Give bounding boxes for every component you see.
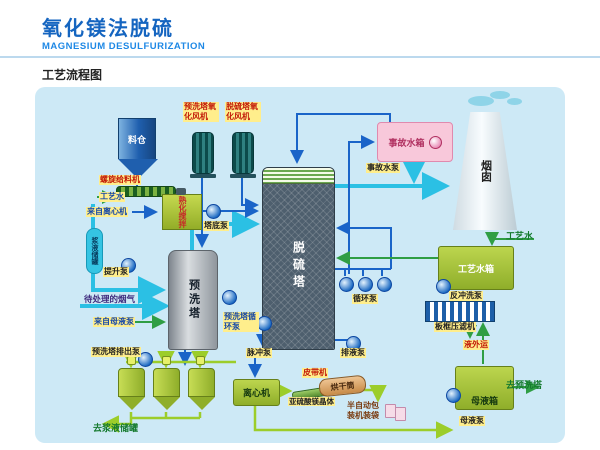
- circulation-pump-icon: [377, 277, 392, 292]
- maturation-mixer: 熟化搅拌: [162, 194, 202, 230]
- centrifuge-label: 离心机: [242, 388, 270, 398]
- packing-label: 半自动包装机装袋: [347, 401, 379, 420]
- belt-conveyor-label: 皮带机: [302, 368, 328, 378]
- screw-feeder: [116, 186, 176, 197]
- liquid-out-label: 液外运: [463, 340, 489, 350]
- drain-pump-label: 排液泵: [340, 348, 366, 358]
- valve-icon: [127, 356, 136, 365]
- pulse-pump-icon: [257, 316, 272, 331]
- process-water-left-label: 工艺水: [99, 192, 125, 202]
- screw-feeder-label: 螺旋给料机: [99, 175, 141, 185]
- prewash-discharge-pump-label: 预洗塔排出泵: [91, 347, 141, 357]
- slurry-tank-body: [188, 368, 215, 397]
- slurry-pipe-label: 浆液储罐: [91, 237, 98, 265]
- section-label: 工艺流程图: [42, 68, 103, 82]
- silo: 料仓: [118, 118, 158, 179]
- crystal-label: 亚硫酸镁晶体: [288, 397, 335, 407]
- prewash-circ-pump-label: 预洗塔循环泵: [223, 312, 259, 332]
- prewash-tower-label: 预洗塔: [187, 279, 200, 321]
- prewash-tower: 预洗塔: [168, 250, 218, 350]
- prewash-fan-label: 预洗塔氧化风机: [183, 102, 219, 122]
- process-water-tank: 工艺水箱: [438, 246, 514, 290]
- mother-tank-label: 母液箱: [470, 396, 498, 406]
- plate-frame-filter-press: [425, 301, 495, 322]
- page-subtitle: MAGNESIUM DESULFURIZATION: [42, 41, 206, 52]
- desulf-oxidation-fan: [230, 132, 256, 178]
- bag-icon: [395, 407, 406, 421]
- dryer-label: 烘干筒: [330, 380, 355, 392]
- mother-liquor-tank: 母液箱: [455, 366, 514, 410]
- slurry-storage-tank: [188, 368, 215, 410]
- smoke-cloud-icon: [468, 96, 494, 106]
- desulfurization-tower: 脱硫塔: [262, 167, 335, 350]
- header-divider: [0, 56, 600, 58]
- backwash-pump-label: 反冲洗泵: [449, 291, 483, 301]
- slurry-storage-tank: [153, 368, 180, 410]
- slurry-tank-funnel: [188, 397, 215, 410]
- slurry-tank-funnel: [118, 397, 145, 410]
- mother-pump-label: 母液泵: [459, 416, 485, 426]
- silo-body: 料仓: [118, 118, 156, 159]
- filter-press-label: 板框压滤机: [434, 322, 476, 332]
- emergency-water-tank: 事故水箱: [377, 122, 453, 162]
- slurry-tank-body: [153, 368, 180, 397]
- slurry-tank-body: [118, 368, 145, 397]
- demister-layer: [263, 168, 334, 184]
- flue-gas-label: 待处理的烟气: [84, 294, 136, 304]
- desulf-fan-label: 脱硫塔氧化风机: [225, 102, 261, 122]
- centrifuge: 离心机: [233, 379, 280, 406]
- to-slurry-tank-label: 去浆液储罐: [93, 423, 139, 433]
- tower-bottom-pump-icon: [206, 204, 221, 219]
- slurry-pipe-tag: 浆液储罐: [86, 228, 103, 274]
- process-water-right-label: 工艺水: [506, 231, 534, 241]
- smoke-cloud-icon: [507, 98, 522, 105]
- pulse-pump-label: 脉冲泵: [246, 348, 272, 358]
- mixer-motor-icon: [176, 188, 186, 195]
- emergency-tank-label: 事故水箱: [388, 137, 425, 148]
- from-centrifuge-label: 来自离心机: [86, 207, 128, 217]
- circulation-pump-icon: [358, 277, 373, 292]
- silo-label: 料仓: [127, 134, 146, 145]
- to-prewash-label: 去预洗塔: [506, 380, 543, 390]
- emergency-tank-pump-icon: [428, 135, 442, 149]
- prewash-circulation-pump-icon: [222, 290, 237, 305]
- desulf-tower-label: 脱硫塔: [291, 241, 306, 292]
- slurry-tank-funnel: [153, 397, 180, 410]
- mother-liquor-pump-icon: [446, 388, 461, 403]
- circulation-pump-icon: [339, 277, 354, 292]
- backwash-pump-icon: [436, 279, 451, 294]
- circ-pump-label: 循环泵: [352, 294, 378, 304]
- emergency-pump-label: 事故水泵: [366, 163, 400, 173]
- mixer-label: 熟化搅拌: [178, 196, 187, 228]
- smoke-cloud-icon: [490, 91, 510, 99]
- silo-funnel: [118, 159, 158, 179]
- tower-bottom-pump-label: 塔底泵: [203, 221, 229, 231]
- slurry-storage-tank: [118, 368, 145, 410]
- from-mother-pump-label: 来自母液泵: [93, 317, 135, 327]
- lift-pump-label: 提升泵: [103, 267, 129, 277]
- valve-icon: [196, 356, 205, 365]
- page-title: 氧化镁法脱硫: [42, 18, 174, 40]
- valve-icon: [162, 356, 171, 365]
- process-water-tank-label: 工艺水箱: [457, 263, 494, 274]
- chimney-label: 烟囱: [479, 160, 492, 182]
- desulf-tower-body: 脱硫塔: [263, 184, 334, 349]
- prewash-oxidation-fan: [190, 132, 216, 178]
